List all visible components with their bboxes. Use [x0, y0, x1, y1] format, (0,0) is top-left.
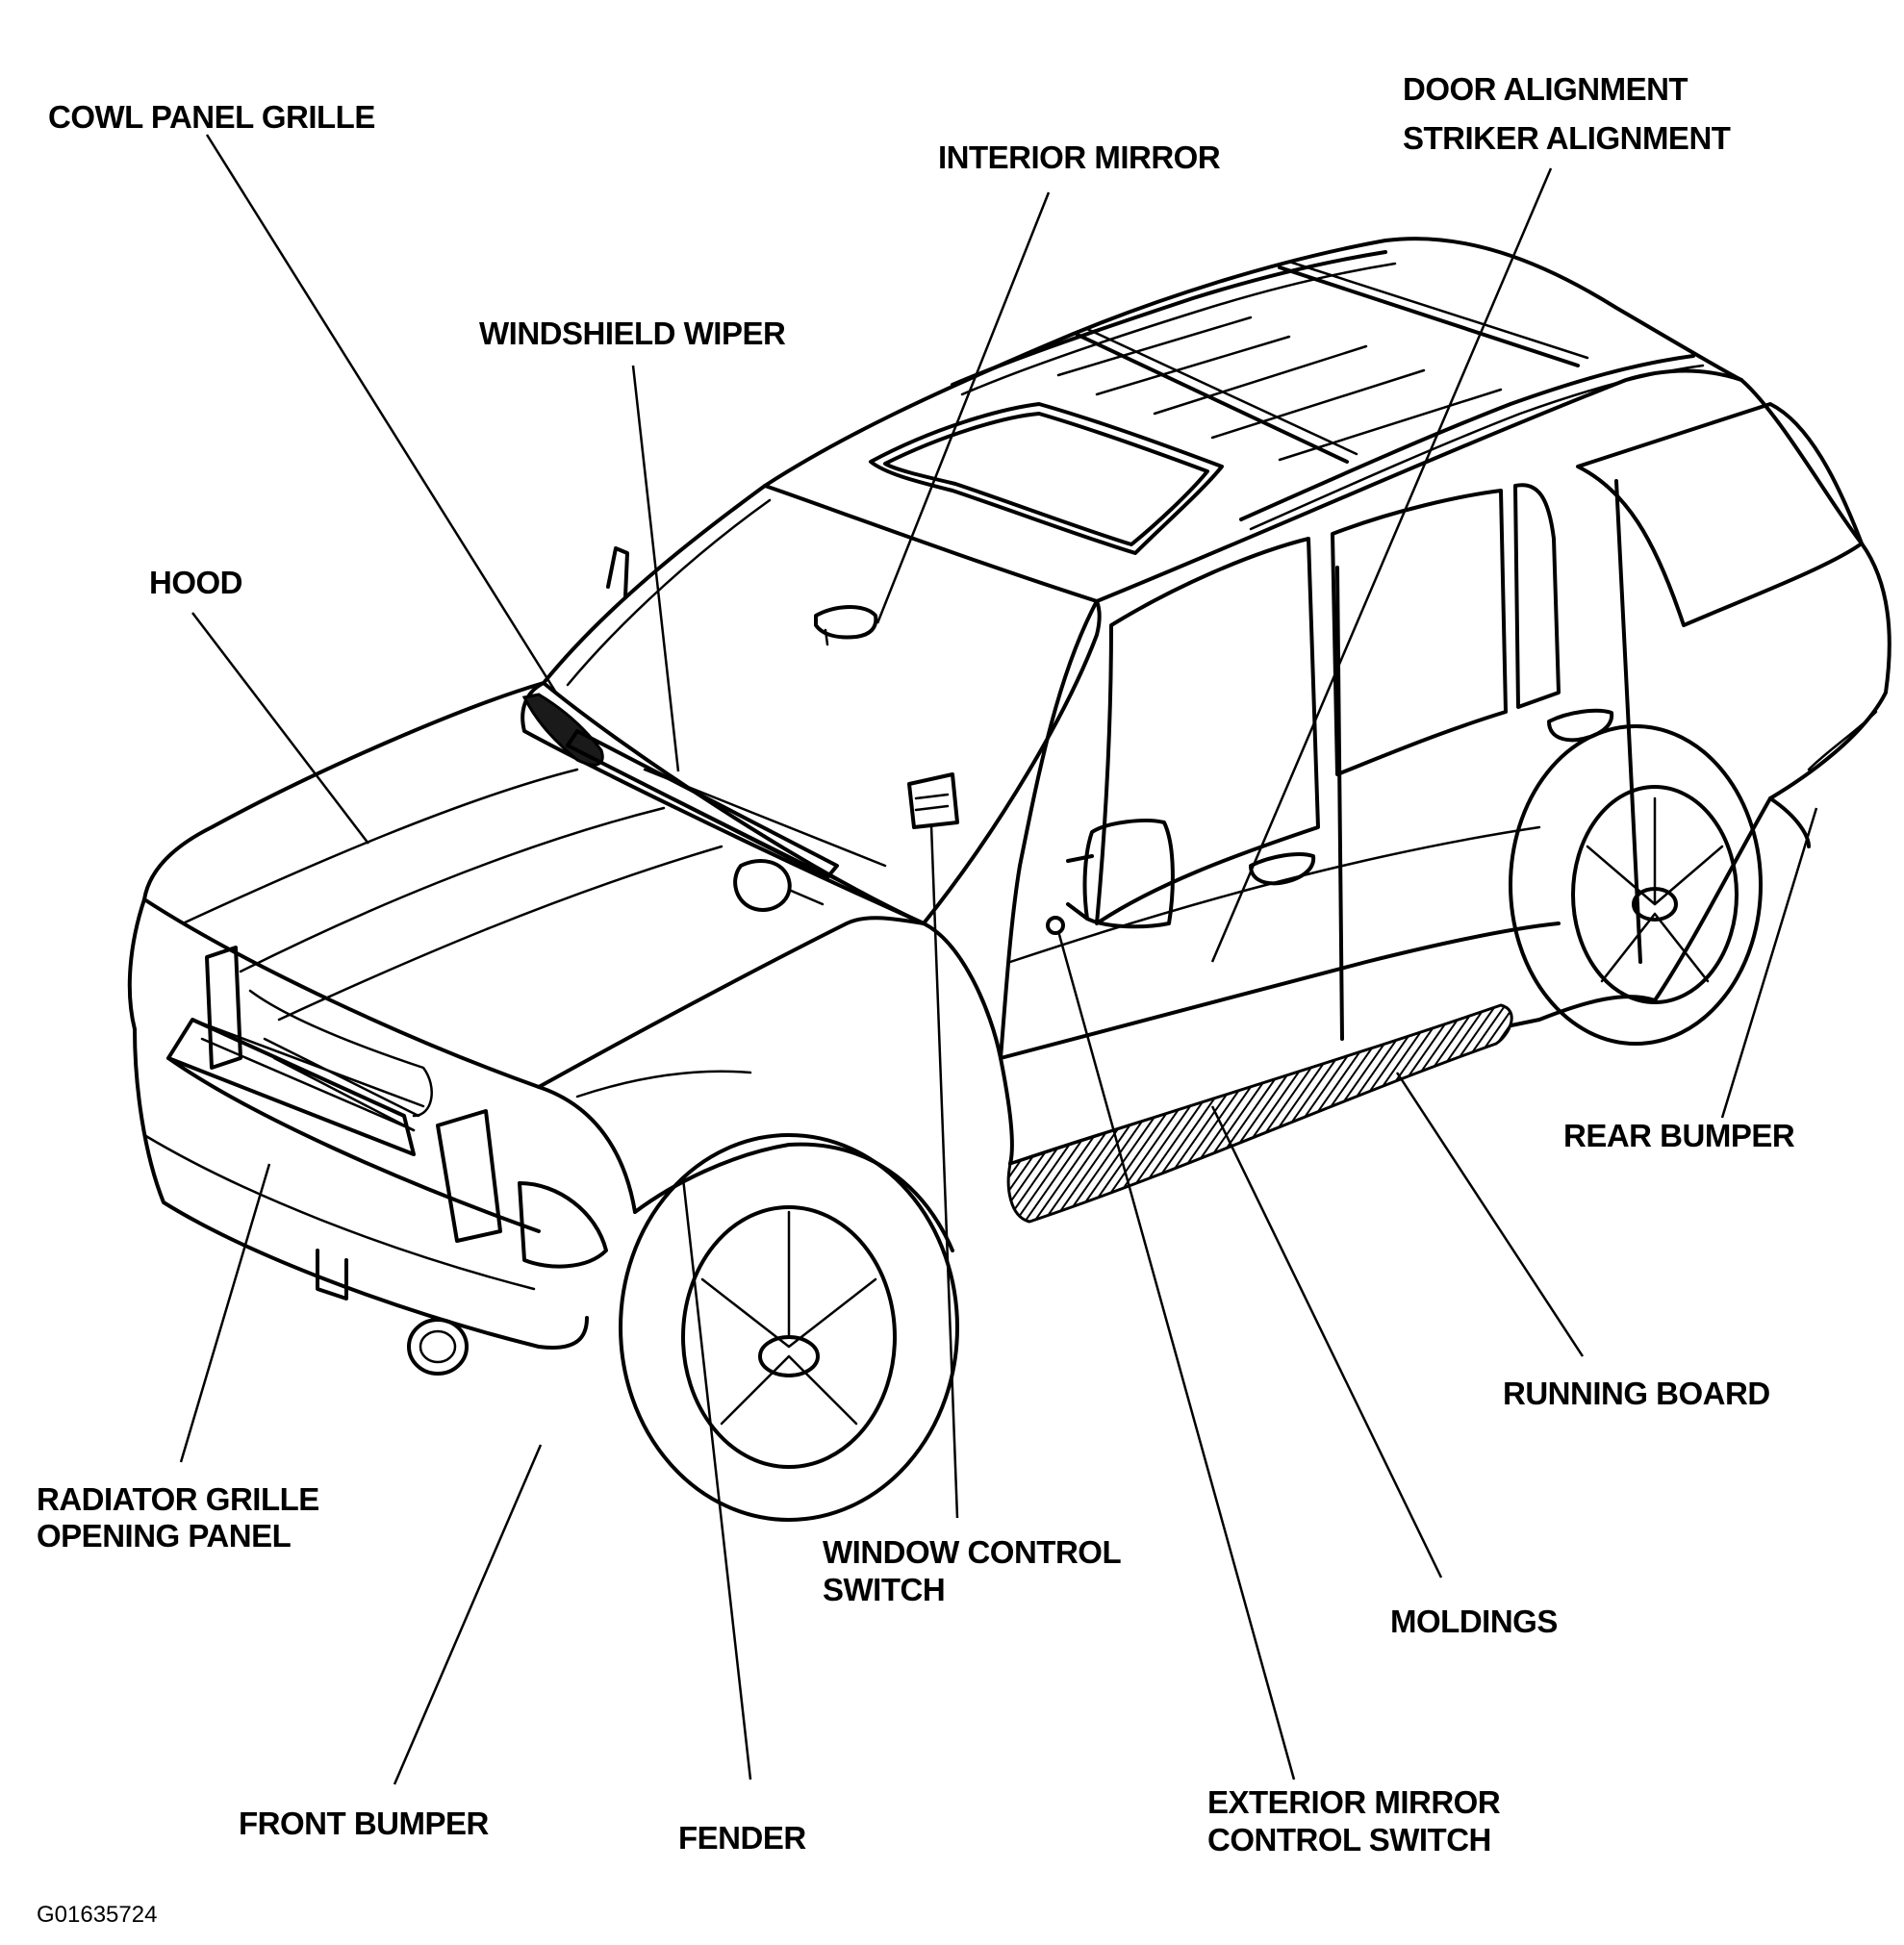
label-window-control-line2: SWITCH [823, 1572, 945, 1607]
label-windshield-wiper: WINDSHIELD WIPER [479, 316, 786, 351]
callout-labels: COWL PANEL GRILLE DOOR ALIGNMENT STRIKER… [37, 71, 1795, 1928]
label-running-board: RUNNING BOARD [1503, 1376, 1770, 1411]
label-door-alignment: DOOR ALIGNMENT [1403, 71, 1688, 107]
exterior-mirror-shape [1046, 819, 1175, 935]
label-window-control-line1: WINDOW CONTROL [823, 1534, 1121, 1570]
label-cowl-panel-grille: COWL PANEL GRILLE [48, 99, 375, 135]
label-radiator-grille-line1: RADIATOR GRILLE [37, 1481, 319, 1517]
leader-cowl-panel-grille [205, 134, 558, 694]
label-interior-mirror: INTERIOR MIRROR [938, 139, 1221, 175]
leader-windshield-wiper [631, 365, 680, 772]
leader-running-board [1395, 1072, 1585, 1357]
figure-id: G01635724 [37, 1902, 157, 1928]
label-fender: FENDER [678, 1820, 806, 1856]
leader-window-control-switch [929, 824, 959, 1519]
label-moldings: MOLDINGS [1390, 1604, 1558, 1639]
leader-moldings [1210, 1105, 1443, 1579]
leader-door-striker [1210, 167, 1553, 963]
leader-rear-bumper [1720, 807, 1818, 1119]
label-radiator-grille-line2: OPENING PANEL [37, 1518, 292, 1553]
label-rear-bumper: REAR BUMPER [1563, 1118, 1795, 1153]
label-exterior-mirror-line1: EXTERIOR MIRROR [1207, 1784, 1501, 1820]
leader-front-bumper [393, 1444, 543, 1785]
radiator-grille-shape [166, 946, 502, 1243]
leader-exterior-mirror-switch [1056, 930, 1296, 1781]
side-windows [1095, 402, 1864, 925]
leader-hood [191, 612, 369, 845]
rear-wheel [1509, 724, 1763, 1046]
label-front-bumper: FRONT BUMPER [239, 1806, 489, 1841]
windshield-wiper-shape [566, 729, 887, 912]
front-wheel [619, 1133, 959, 1522]
leader-fender [681, 1177, 752, 1781]
leader-interior-mirror [876, 191, 1051, 624]
sunroof [869, 402, 1224, 555]
interior-mirror-shape [814, 605, 878, 646]
label-exterior-mirror-line2: CONTROL SWITCH [1207, 1822, 1491, 1857]
roof-rack [951, 250, 1705, 531]
leader-radiator-grille [179, 1163, 271, 1463]
label-hood: HOOD [149, 565, 242, 600]
vehicle-illustration [127, 237, 1891, 1522]
leader-lines [179, 134, 1818, 1785]
label-striker-alignment: STRIKER ALIGNMENT [1403, 120, 1731, 156]
